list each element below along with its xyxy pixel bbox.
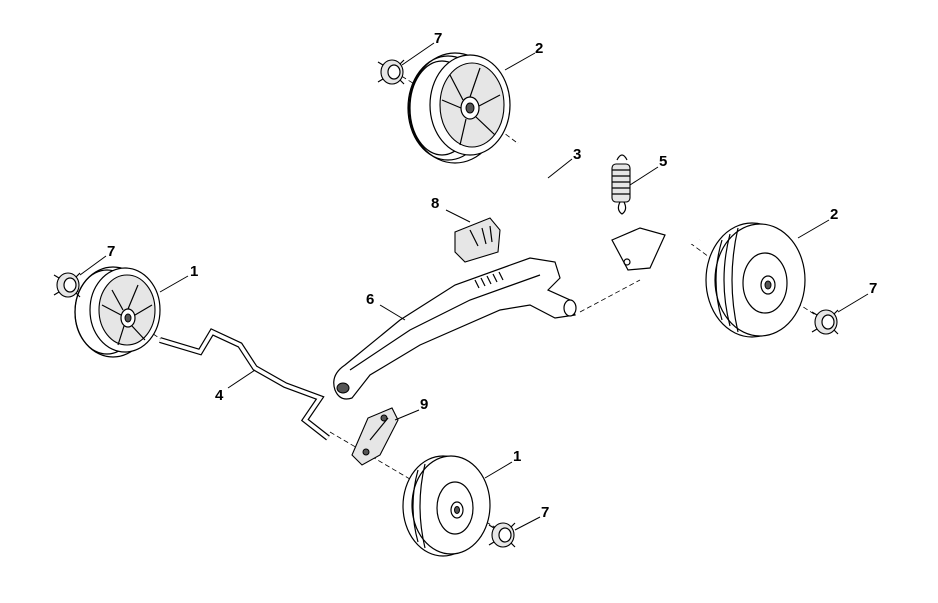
callout-2: 2 [830,206,838,223]
wheel-rear-left [407,52,511,164]
height-adjust-lever [333,257,577,400]
callout-7: 7 [434,30,442,47]
hubcap-right [811,309,839,335]
hubcap-bottom [488,522,516,548]
axle-front [159,328,330,441]
wheel-front-left [74,266,161,358]
hubcap-top [377,59,405,85]
callout-7: 7 [541,504,549,521]
height-adjust-plate [454,217,501,263]
hubcap-left [53,272,81,298]
wheel-front-right [402,455,491,557]
callout-3: 3 [573,146,581,163]
wheel-rear-right [705,222,806,338]
leader-lines [79,42,869,531]
spring [611,154,631,215]
callout-2: 2 [535,40,543,57]
axle-rear [515,141,701,271]
callout-8: 8 [431,195,439,212]
callout-5: 5 [659,153,667,170]
callout-7: 7 [869,280,877,297]
callout-6: 6 [366,291,374,308]
callout-4: 4 [215,387,224,404]
bracket [351,407,399,466]
callout-1: 1 [513,448,521,465]
callout-1: 1 [190,263,198,280]
callout-9: 9 [420,396,428,413]
callout-7: 7 [107,243,115,260]
